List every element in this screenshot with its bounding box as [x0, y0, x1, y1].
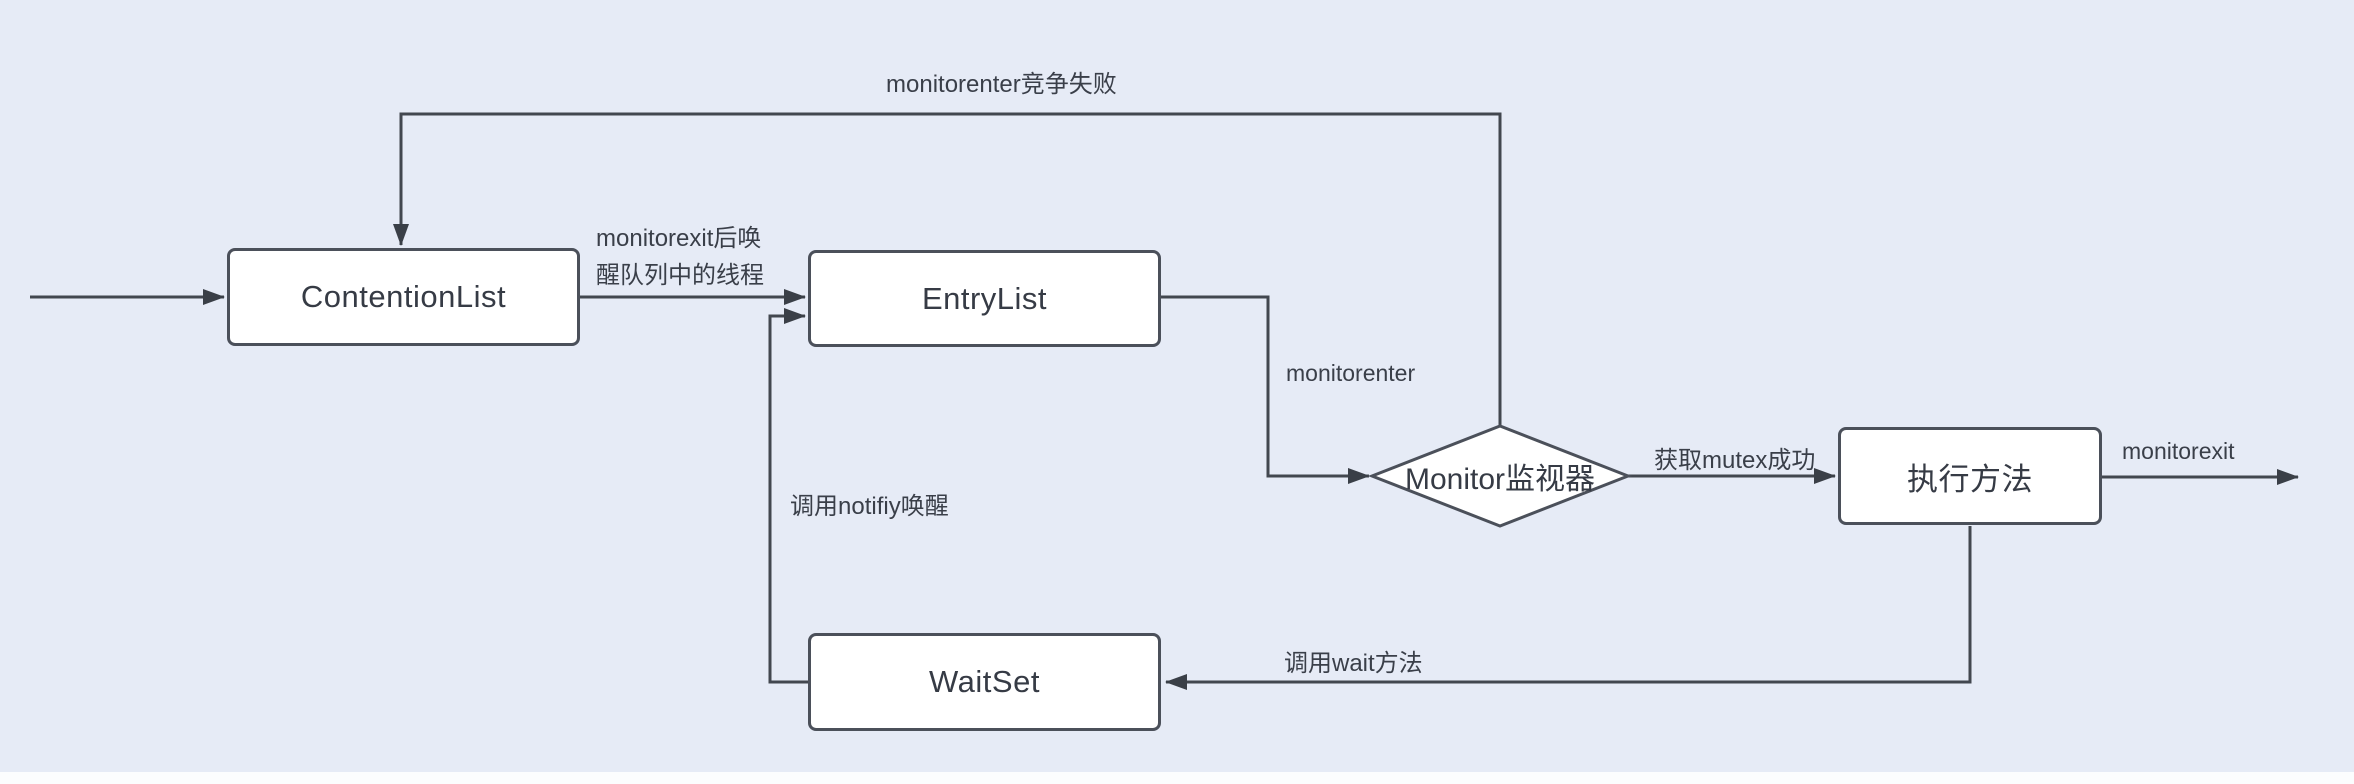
node-contention-list: ContentionList — [227, 248, 580, 346]
node-contention-list-label: ContentionList — [300, 279, 507, 314]
edge-execute-to-waitset-line — [1165, 526, 1972, 690]
node-execute-method: 执行方法 — [1838, 427, 2102, 525]
node-wait-set-label: WaitSet — [929, 664, 1040, 699]
node-entry-list-label: EntryList — [921, 280, 1048, 316]
edge-label-monitorexit-wake-line1: monitorexit后唤 — [596, 225, 762, 252]
edge-label-monitorexit-wake: monitorexit后唤 醒队列中的线程 — [596, 220, 764, 294]
edge-label-acquire-mutex: 获取mutex成功 — [1654, 447, 1816, 474]
node-monitor-label: Monitor监视器 — [1404, 463, 1596, 496]
edge-entry-to-monitor-line — [1161, 295, 1370, 484]
node-wait-set: WaitSet — [808, 633, 1161, 731]
bottom-white-strip — [0, 772, 2354, 784]
node-execute-method-label: 执行方法 — [1907, 461, 2033, 497]
edge-waitset-to-entry-line — [768, 308, 808, 684]
edge-label-monitorenter: monitorenter — [1286, 360, 1416, 386]
edge-label-monitorexit: monitorexit — [2122, 438, 2235, 464]
node-monitor-shape — [1367, 424, 1633, 528]
edge-monitor-fail-feedback-line — [393, 112, 1502, 426]
edge-label-wait: 调用wait方法 — [1284, 650, 1423, 677]
edge-label-monitorexit-wake-line2: 醒队列中的线程 — [596, 262, 764, 289]
node-entry-list: EntryList — [808, 250, 1161, 347]
edge-label-notify: 调用notifiy唤醒 — [790, 493, 949, 520]
edge-label-monitorenter-fail: monitorenter竞争失败 — [886, 71, 1117, 98]
